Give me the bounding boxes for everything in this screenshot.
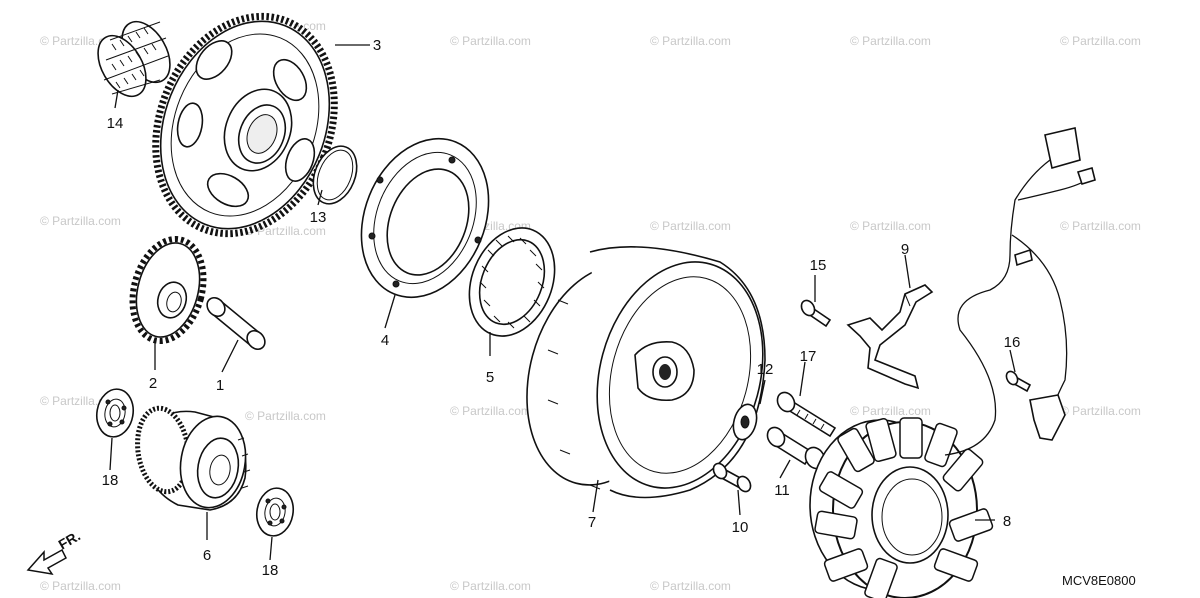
part-4-clutch-outer (360, 137, 490, 299)
direction-label: FR. (56, 527, 84, 552)
watermark: © Partzilla.com (650, 219, 731, 233)
watermark: © Partzilla.com (450, 579, 531, 593)
callout-15: 15 (810, 257, 827, 274)
callout-16: 16 (1004, 334, 1021, 351)
callout-13: 13 (310, 209, 327, 226)
part-7-flywheel (526, 246, 766, 499)
callout-10: 10 (732, 519, 749, 536)
part-6-clutch-assembly (135, 405, 251, 511)
part-11-bolt (766, 426, 826, 470)
part-16-bolt (1005, 370, 1032, 393)
watermark: © Partzilla.com (850, 34, 931, 48)
watermark: © Partzilla.com (650, 579, 731, 593)
part-9-wire-bracket (846, 284, 934, 390)
part-13-washer (312, 145, 358, 205)
callout-labels: 1 2 3 4 5 6 7 8 9 10 11 12 13 14 15 16 1… (102, 37, 1021, 579)
watermark: © Partzilla.com (40, 579, 121, 593)
front-direction-indicator: FR. (26, 527, 84, 576)
callout-3: 3 (373, 37, 381, 54)
callout-2: 2 (149, 375, 157, 392)
watermark: © Partzilla.com (450, 34, 531, 48)
callout-11: 11 (774, 482, 790, 499)
callout-17: 17 (800, 348, 817, 365)
part-2-reduction-gear (129, 236, 207, 344)
callout-5: 5 (486, 369, 494, 386)
callout-12: 12 (757, 361, 774, 378)
part-1-shaft (206, 296, 266, 351)
callout-4: 4 (381, 332, 389, 349)
part-18-bearing-lower (255, 487, 295, 537)
callout-7: 7 (588, 514, 596, 531)
callout-1: 1 (216, 377, 224, 394)
callout-8: 8 (1003, 513, 1011, 530)
callout-18: 18 (262, 562, 279, 579)
watermark: © Partzilla.com (850, 404, 931, 418)
watermark: © Partzilla.com (1060, 404, 1141, 418)
watermark: © Partzilla.com (650, 34, 731, 48)
watermark: © Partzilla.com (1060, 34, 1141, 48)
watermark: © Partzilla.com (850, 219, 931, 233)
part-15-bolt (800, 299, 832, 328)
part-5-sprag-clutch (468, 227, 556, 337)
leader-lines (109, 44, 1016, 561)
diagram-code: MCV8E0800 (1062, 573, 1136, 588)
part-18-bearing-upper (95, 388, 135, 438)
watermark: © Partzilla.com (450, 404, 531, 418)
part-10-bolt (712, 462, 752, 493)
callout-14: 14 (107, 115, 124, 132)
callout-6: 6 (203, 547, 211, 564)
watermark: © Partzilla.com (245, 409, 326, 423)
part-17-bolt (776, 391, 837, 438)
part-14-needle-bearing (97, 20, 171, 98)
watermark: © Partzilla.com (40, 214, 121, 228)
callout-9: 9 (901, 241, 909, 258)
part-12-washer (732, 403, 758, 441)
part-8-stator (809, 127, 1096, 598)
callout-18: 18 (102, 472, 119, 489)
part-3-starter-driven-gear (152, 12, 338, 238)
watermark: © Partzilla.com (1060, 219, 1141, 233)
